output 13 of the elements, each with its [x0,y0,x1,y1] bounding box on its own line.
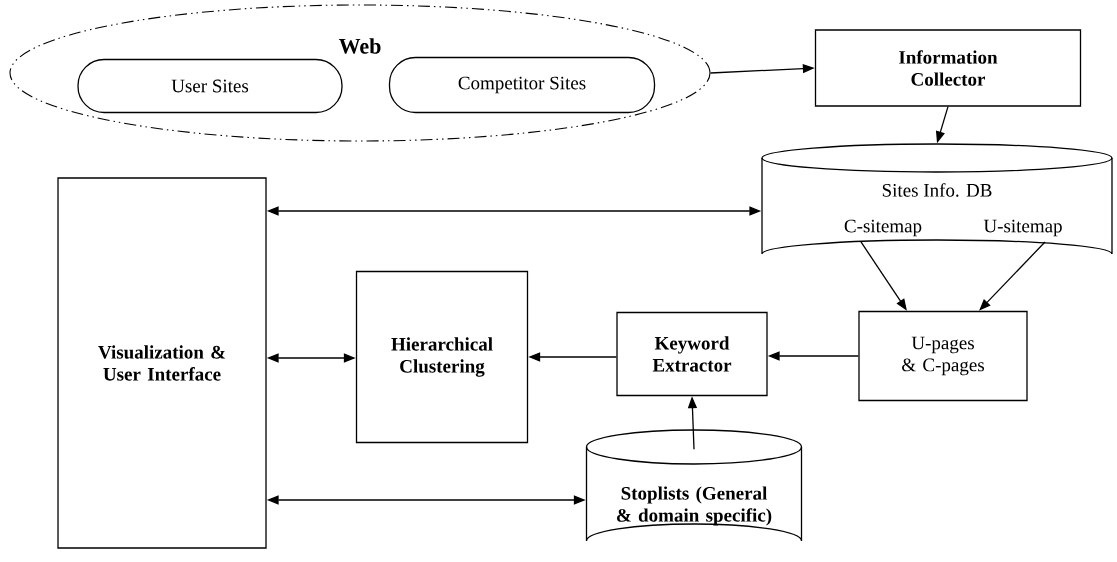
process-box: Keyword Extractor [616,311,768,397]
arrow [979,241,1046,311]
node-label: U-sitemap [983,219,1062,237]
database-cylinder: Stoplists (General & domain specific) [585,429,803,542]
process-box: Hierarchical Clustering [355,270,529,444]
node-label: C-sitemap [844,219,922,237]
database-cylinder: Sites Info. DB C-sitemap U-sitemap [761,143,1113,255]
rounded-box: User Sites [77,58,343,114]
process-box: Information Collector [814,29,1082,107]
process-box: U-pages & C-pages [858,310,1028,402]
node-label: Sites Info. DB [882,183,992,197]
rounded-box: Competitor Sites [388,56,656,114]
process-box: Visualization & User Interface [57,177,267,549]
